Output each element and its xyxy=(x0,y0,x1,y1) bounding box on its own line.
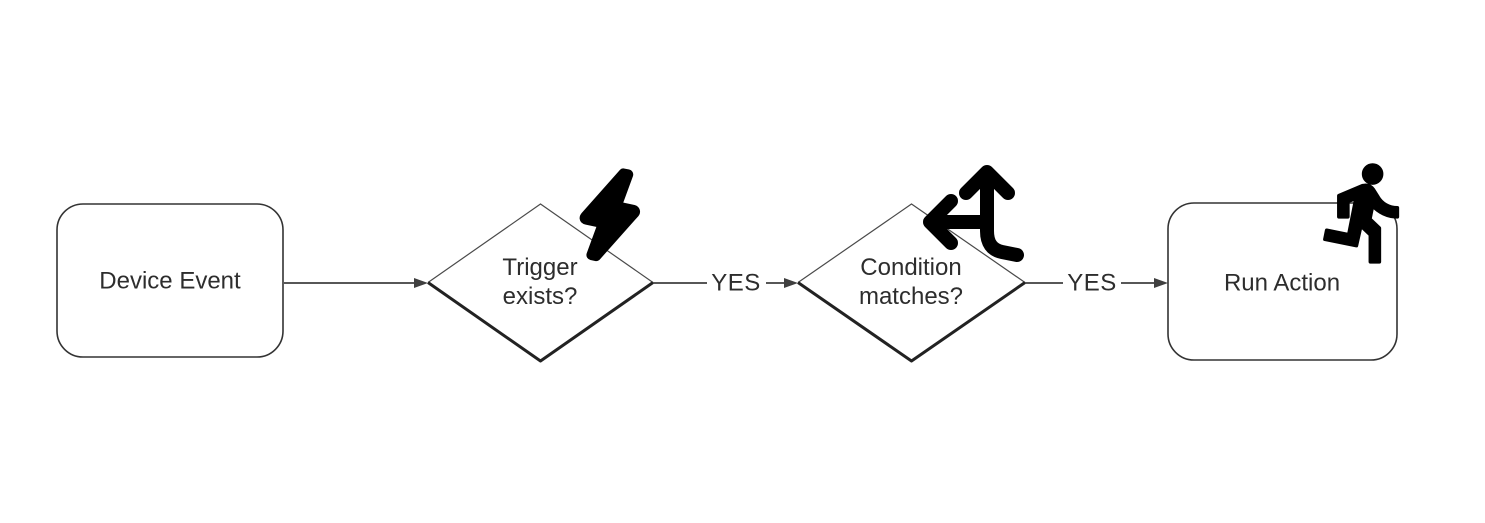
node-trigger-exists-label-line2: exists? xyxy=(502,283,578,310)
edge-label-yes-1: YES xyxy=(711,269,761,297)
arrowhead-condition-to-run xyxy=(1154,278,1168,288)
arrowhead-trigger-to-condition xyxy=(784,278,798,288)
running-person-icon xyxy=(1323,163,1400,264)
node-condition-matches-bottom-edges xyxy=(797,281,1026,363)
node-trigger-exists-top-edges xyxy=(427,203,654,283)
node-condition-matches-top-edges xyxy=(797,203,1026,283)
edge-label-yes-2: YES xyxy=(1067,269,1117,297)
node-trigger-exists-label: Trigger exists? xyxy=(502,253,577,311)
split-arrows-icon xyxy=(923,165,1024,262)
split-arrows-up-head xyxy=(959,165,1015,200)
split-arrows-left-head xyxy=(923,194,958,250)
node-device-event-label: Device Event xyxy=(99,267,241,295)
node-device-event-shape xyxy=(56,203,284,358)
node-trigger-exists-bottom-edges xyxy=(427,281,654,363)
node-condition-matches-label-line2: matches? xyxy=(858,283,964,310)
node-run-action-label: Run Action xyxy=(1223,269,1341,297)
arrowhead-device-to-trigger xyxy=(414,278,428,288)
node-condition-matches-label-line1: Condition xyxy=(860,254,962,281)
split-arrows-stem xyxy=(980,168,1024,262)
node-condition-matches-label: Condition matches? xyxy=(859,253,963,311)
lightning-bolt-icon xyxy=(579,168,641,262)
node-trigger-exists-label-line1: Trigger xyxy=(502,254,578,281)
